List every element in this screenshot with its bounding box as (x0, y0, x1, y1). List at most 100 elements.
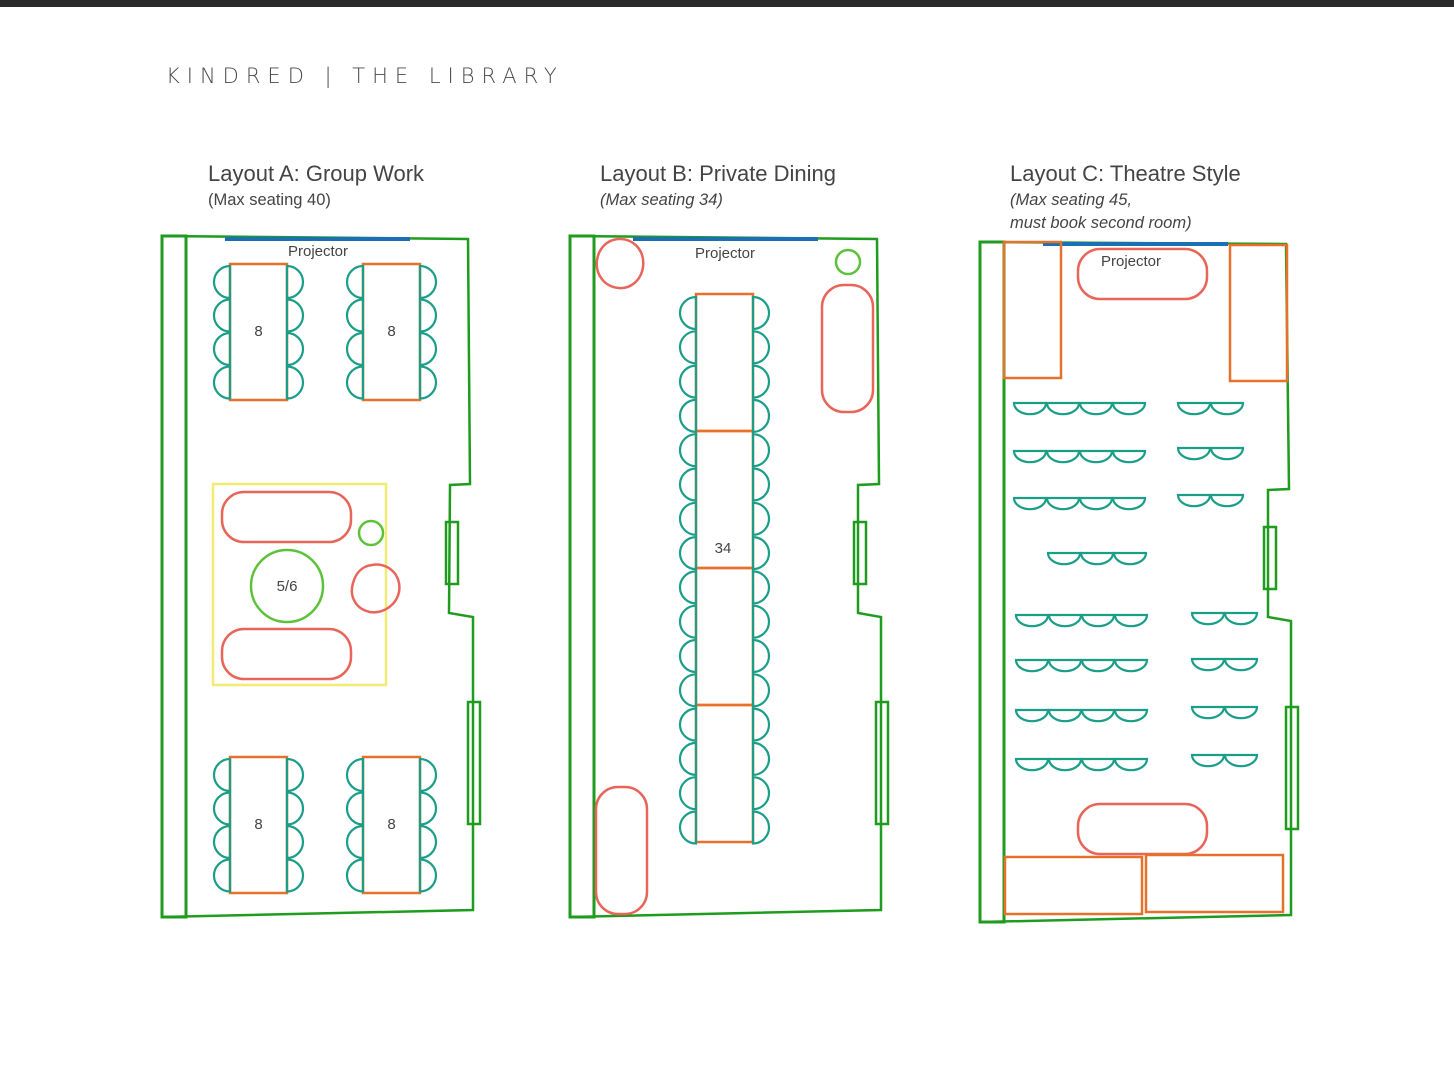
layout-a-title: Layout A: Group Work (208, 161, 425, 186)
layout-c-sofa-bottom (1076, 802, 1209, 856)
chair (212, 824, 232, 860)
chair (345, 298, 365, 333)
chair (751, 295, 771, 331)
chair (418, 757, 438, 793)
chair (678, 330, 698, 365)
chair (1223, 753, 1259, 768)
chair (1176, 446, 1212, 461)
chair (1014, 658, 1050, 673)
layout-a-lounge-zone (211, 482, 388, 687)
chair (751, 741, 771, 777)
chair (678, 776, 698, 811)
layout-c-table-top-right (1228, 243, 1289, 383)
chair (212, 298, 232, 333)
chair (1078, 496, 1114, 511)
chair (418, 264, 438, 300)
chair (345, 757, 365, 793)
layout-b-title: Layout B: Private Dining (600, 161, 837, 186)
layout-a-table-label: 8 (254, 323, 262, 340)
chair (678, 570, 698, 605)
chair (1045, 401, 1081, 416)
layout-a-armchair (350, 563, 401, 614)
chair (1112, 551, 1148, 566)
chair (678, 604, 698, 639)
layout-c-table-bottom-left (1003, 855, 1144, 916)
chair (1014, 708, 1050, 723)
chair (678, 501, 698, 536)
chair (1080, 757, 1116, 772)
chair (1014, 613, 1050, 628)
chair (345, 264, 365, 300)
chair (1111, 401, 1147, 416)
chair (1047, 613, 1083, 628)
chair (1190, 705, 1226, 720)
chair (1223, 657, 1259, 672)
chair (418, 858, 438, 893)
chair (285, 331, 305, 367)
chair (418, 824, 438, 860)
chair (751, 330, 771, 365)
layout-b-door (852, 520, 868, 586)
chair (1047, 708, 1083, 723)
chair (678, 398, 698, 434)
chair (1012, 449, 1048, 464)
chair (678, 638, 698, 674)
chair (1012, 496, 1048, 511)
chair (1078, 401, 1114, 416)
layout-b-side-table (834, 248, 862, 276)
chair (751, 535, 771, 571)
layout-a-subtitle: (Max seating 40) (208, 191, 331, 209)
chair (1045, 449, 1081, 464)
layout-a-left-wall (160, 234, 188, 919)
chair (1080, 708, 1116, 723)
chair (1080, 658, 1116, 673)
layout-b-table-section (694, 292, 755, 433)
chair (418, 365, 438, 400)
chair (212, 264, 232, 300)
layout-c-subtitle-line2: must book second room) (1010, 214, 1192, 232)
top-bar (0, 0, 1454, 7)
chair (751, 776, 771, 811)
chair (678, 741, 698, 777)
layout-a-room-wall (160, 234, 475, 919)
layout-a-window (466, 700, 482, 826)
chair (418, 331, 438, 367)
chair (285, 791, 305, 826)
chair (1190, 753, 1226, 768)
layout-c-projector-label: Projector (1101, 253, 1161, 270)
chair (1190, 657, 1226, 672)
layout-b-window (874, 700, 890, 826)
chair (285, 824, 305, 860)
chair (345, 791, 365, 826)
chair (212, 757, 232, 793)
layout-a-side-table (357, 519, 385, 547)
chair (1047, 658, 1083, 673)
chair (751, 673, 771, 708)
chair (285, 264, 305, 300)
chair (1080, 613, 1116, 628)
layout-c-table-bottom-right (1144, 853, 1285, 914)
chair (285, 757, 305, 793)
layout-b-room-wall (568, 234, 883, 919)
layout-a-door (444, 520, 460, 586)
chair (1113, 658, 1149, 673)
chair (1113, 708, 1149, 723)
chair (1176, 493, 1212, 508)
chair (678, 707, 698, 742)
chair (345, 858, 365, 893)
chair (678, 433, 698, 468)
layout-c-sofa-top (1076, 247, 1209, 301)
chair (1223, 611, 1259, 626)
chair (751, 707, 771, 742)
chair (1176, 401, 1212, 416)
layout-a-table-label: 8 (254, 816, 262, 833)
chair (678, 467, 698, 502)
layout-b-subtitle: (Max seating 34) (600, 191, 723, 209)
layout-a-projector-label: Projector (288, 243, 348, 260)
chair (1045, 496, 1081, 511)
chair (678, 295, 698, 331)
layout-a-sofa-bottom (220, 627, 353, 681)
layout-b-table-section (694, 566, 755, 707)
layout-c-subtitle-line1: (Max seating 45, (1010, 191, 1132, 209)
